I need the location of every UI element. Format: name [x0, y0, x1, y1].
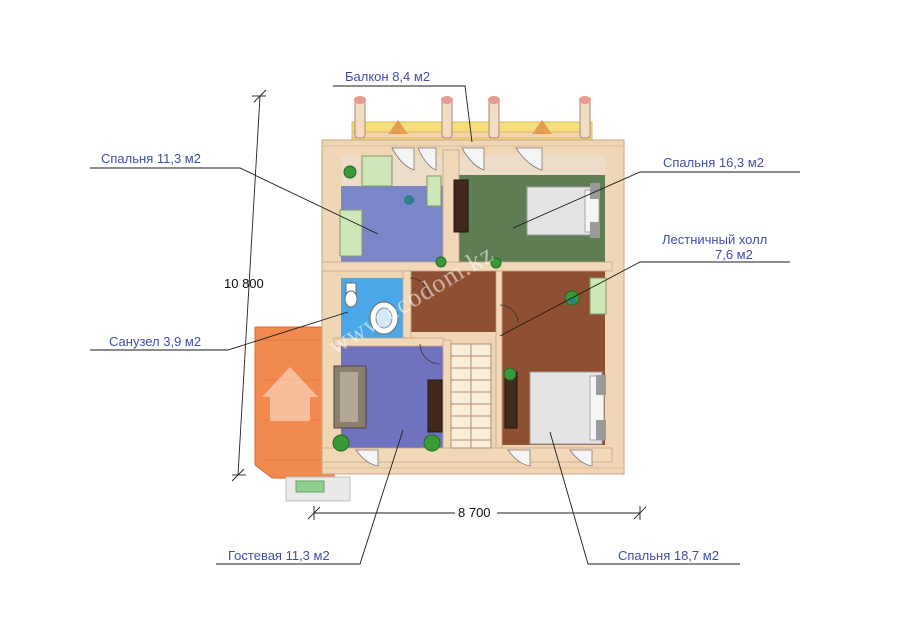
- height-dimension-label: 10 800: [224, 276, 264, 291]
- staircase: [450, 343, 492, 449]
- window-curtains: [355, 147, 593, 467]
- stair-hall-label-line2: 7,6 м2: [715, 247, 753, 262]
- bed-icon: [526, 183, 600, 238]
- stair-hall-label-line1: Лестничный холл: [662, 232, 767, 247]
- sofa-icon: [333, 365, 367, 429]
- bed-icon: [529, 371, 606, 445]
- toilet-icon: [344, 282, 358, 308]
- bedroom-11-label: Спальня 11,3 м2: [101, 151, 201, 166]
- interior-walls: [321, 149, 613, 463]
- width-dimension-label: 8 700: [458, 505, 491, 520]
- bedroom-18-label: Спальня 18,7 м2: [618, 548, 719, 563]
- chair-icon: [404, 195, 576, 304]
- wardrobe-icon: [339, 155, 607, 315]
- bathroom-label: Санузел 3,9 м2: [109, 334, 201, 349]
- guest-room-label: Гостевая 11,3 м2: [228, 548, 330, 563]
- bedroom-16-label: Спальня 16,3 м2: [663, 155, 764, 170]
- door-swings: [409, 277, 519, 365]
- leader-lines: [90, 85, 800, 565]
- balcony-label: Балкон 8,4 м2: [345, 69, 430, 84]
- bathtub-icon: [369, 301, 399, 335]
- porch-steps: [285, 476, 351, 502]
- plant-icon: [332, 165, 580, 452]
- stair-hall-room: [410, 270, 496, 332]
- desk-icon: [427, 179, 518, 433]
